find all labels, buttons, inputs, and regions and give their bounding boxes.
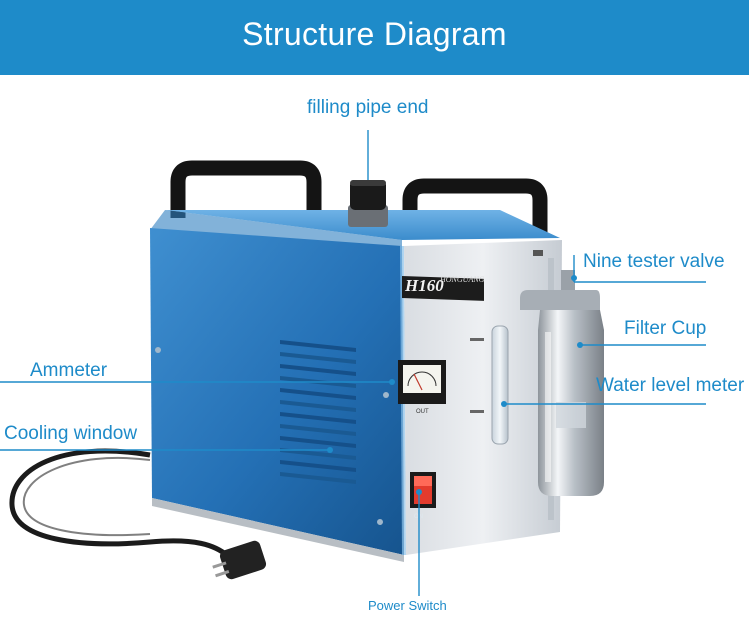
power-plug-icon: [212, 540, 267, 580]
vent-slat: [280, 472, 356, 484]
filter-cup-icon: [520, 270, 604, 496]
vent-slat: [280, 400, 356, 412]
leader-lines: [0, 130, 706, 596]
right-handle: [402, 178, 548, 236]
label-water-level-meter: Water level meter: [596, 375, 745, 396]
title-banner: Structure Diagram: [0, 0, 749, 75]
cooling-vents: [280, 340, 356, 484]
vent-slat: [280, 352, 356, 364]
brand-plate: [402, 276, 484, 301]
label-filter-cup: Filter Cup: [624, 318, 707, 339]
model-text: H160: [404, 276, 444, 295]
vent-slat: [280, 364, 356, 376]
left-handle: [170, 160, 322, 218]
water-level-tube: [491, 325, 509, 445]
label-nine-tester-valve: Nine tester valve: [583, 251, 725, 272]
vent-slat: [280, 460, 356, 472]
vent-slat: [280, 448, 356, 460]
ammeter-icon: OUT: [398, 360, 446, 415]
vent-slat: [280, 340, 356, 352]
svg-text:OUT: OUT: [416, 409, 429, 415]
label-ammeter: Ammeter: [30, 360, 108, 381]
label-filling-pipe-end: filling pipe end: [307, 97, 429, 118]
vent-slat: [280, 412, 356, 424]
label-cooling-window: Cooling window: [4, 423, 138, 444]
brand-text: HONGUANG: [439, 275, 485, 284]
power-cord: [9, 448, 230, 558]
label-power-switch: Power Switch: [368, 598, 447, 613]
filling-cap-icon: [348, 180, 388, 227]
vent-slat: [280, 436, 356, 448]
vent-slat: [280, 424, 356, 436]
vent-slat: [280, 388, 356, 400]
page-title: Structure Diagram: [242, 16, 507, 52]
